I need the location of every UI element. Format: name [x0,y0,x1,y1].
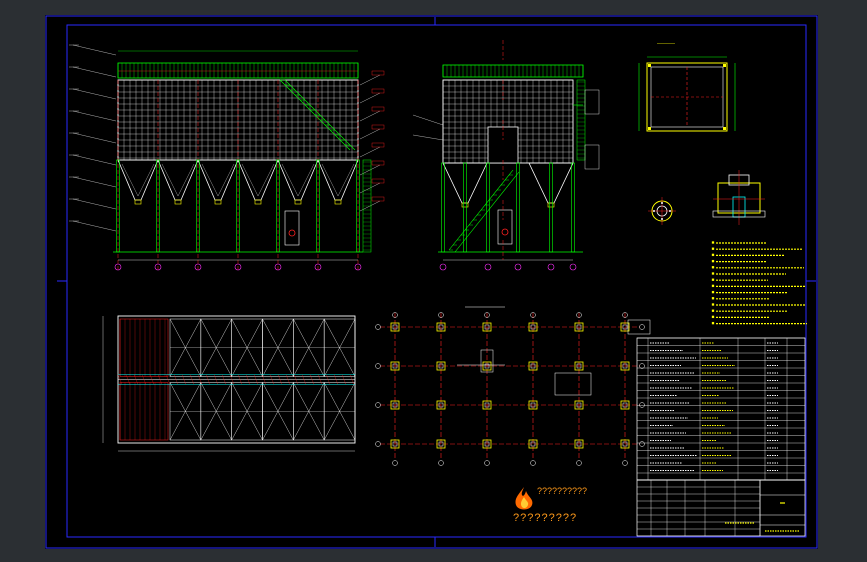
svg-text:——————: —————— [657,41,676,47]
flame-logo-icon [515,487,533,510]
drawing-sheet: —————— [45,15,818,549]
technical-notes [711,241,807,325]
roof-plan [102,315,356,452]
front-elevation [69,44,385,271]
watermark-caption: ????????? [513,512,578,524]
outer-frame [45,15,818,549]
valve-detail [712,170,766,225]
side-elevation [412,40,600,271]
cad-drawing: —————— [45,15,818,549]
top-section-view: —————— [638,41,736,132]
title-block [636,337,806,537]
watermark-brand: ?????????? [537,486,588,496]
foundation-plan [375,306,651,466]
inlet-flange-detail [648,197,676,225]
